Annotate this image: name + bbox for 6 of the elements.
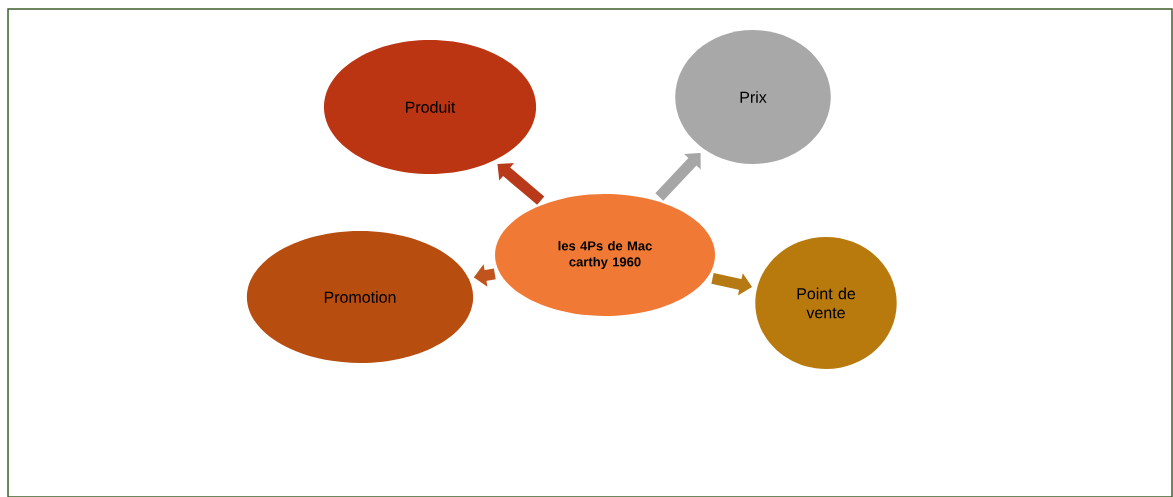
ellipse-node: Produit: [323, 40, 537, 174]
arrow: [497, 163, 545, 205]
ellipse-node: Promotion: [246, 231, 474, 363]
ellipse-node: Prix: [675, 30, 831, 164]
ellipse-node: les 4Ps de Mac carthy 1960: [495, 194, 715, 316]
ellipse-node: Point de vente: [755, 237, 897, 369]
